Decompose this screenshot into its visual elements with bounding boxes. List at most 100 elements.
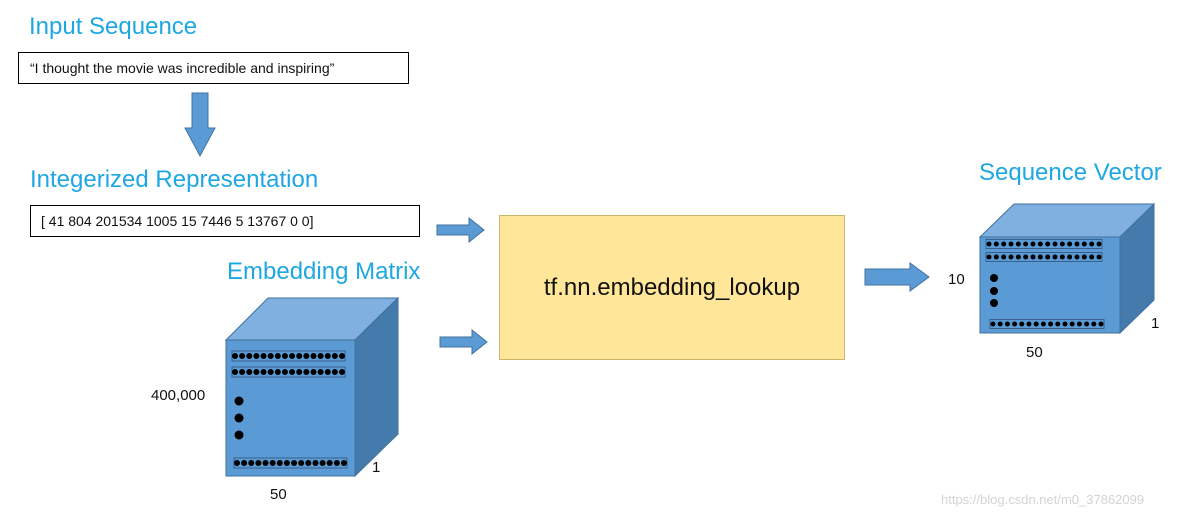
input-sentence-text: “I thought the movie was incredible and … — [30, 60, 335, 76]
dot — [262, 460, 269, 466]
dot — [232, 369, 238, 375]
dot — [274, 369, 281, 375]
dot — [1096, 241, 1102, 247]
dot — [331, 369, 338, 375]
dot — [1091, 321, 1097, 327]
embedding-depth-label: 1 — [372, 459, 381, 476]
dot — [260, 369, 267, 375]
dot — [298, 460, 305, 466]
integerized-representation-heading: Integerized Representation — [30, 166, 319, 193]
embedding-lookup-op: tf.nn.embedding_lookup — [499, 215, 845, 360]
dot — [317, 369, 324, 375]
dot — [253, 353, 260, 359]
dot — [296, 369, 303, 375]
dot — [317, 353, 324, 359]
dot — [310, 369, 317, 375]
lookup-to-vector-arrow-icon — [864, 262, 930, 292]
dot — [312, 460, 319, 466]
dot — [986, 254, 992, 260]
dot — [1037, 254, 1043, 260]
dot — [1074, 254, 1080, 260]
integerized-ids-text: [ 41 804 201534 1005 15 7446 5 13767 0 0… — [41, 213, 314, 229]
dot — [1026, 321, 1032, 327]
dot — [234, 460, 240, 466]
embedding-rows-label: 400,000 — [151, 387, 206, 404]
dot — [1048, 321, 1054, 327]
embedding-matrix-cube — [224, 296, 400, 478]
dot — [319, 460, 326, 466]
dot — [1008, 241, 1014, 247]
dot — [283, 460, 290, 466]
dot — [1052, 254, 1058, 260]
dot — [239, 369, 246, 375]
dot-row-frame — [989, 319, 1105, 329]
dot — [1033, 321, 1039, 327]
dot — [291, 460, 298, 466]
ellipsis-dot — [234, 430, 244, 440]
dot — [1067, 254, 1073, 260]
dot — [1062, 321, 1068, 327]
embedding-cube-dots — [231, 350, 348, 469]
dot — [997, 321, 1003, 327]
dot — [232, 353, 238, 359]
matrix-to-lookup-arrow-icon — [439, 328, 488, 356]
dot — [1037, 241, 1043, 247]
dot — [1096, 254, 1102, 260]
down-arrow-icon — [184, 92, 216, 158]
vector-cube-dots — [985, 239, 1105, 329]
dot — [303, 353, 310, 359]
dot — [267, 353, 274, 359]
dot — [331, 353, 338, 359]
embedding-lookup-label: tf.nn.embedding_lookup — [543, 273, 801, 301]
dot — [1004, 321, 1010, 327]
dot — [339, 369, 345, 375]
dot — [1052, 241, 1058, 247]
dot — [1012, 321, 1018, 327]
dot — [246, 369, 253, 375]
sequence-vector-cube — [978, 202, 1156, 335]
dot — [1023, 254, 1029, 260]
dot — [1008, 254, 1014, 260]
dot — [1055, 321, 1061, 327]
dot — [1019, 321, 1025, 327]
dot — [246, 353, 253, 359]
dot — [1059, 254, 1065, 260]
dot — [1001, 254, 1007, 260]
dot — [1084, 321, 1090, 327]
dot — [986, 241, 992, 247]
dot — [326, 460, 333, 466]
dot — [1030, 241, 1036, 247]
embedding-cube-front — [225, 339, 356, 477]
vector-cube-front — [979, 236, 1121, 334]
ellipsis-dot — [990, 274, 998, 282]
vector-rows-label: 10 — [948, 271, 965, 288]
dot-row-frame — [985, 252, 1103, 262]
dot — [239, 353, 246, 359]
dot — [324, 369, 331, 375]
dot — [281, 369, 288, 375]
dot — [305, 460, 312, 466]
dot — [339, 353, 345, 359]
dot — [1023, 241, 1029, 247]
dot — [1045, 241, 1051, 247]
dot — [289, 353, 296, 359]
dot — [289, 369, 296, 375]
dot — [1081, 254, 1087, 260]
dot — [1074, 241, 1080, 247]
sequence-vector-heading: Sequence Vector — [979, 159, 1162, 186]
dot — [276, 460, 283, 466]
dot — [993, 241, 999, 247]
ellipsis-dot — [234, 396, 244, 406]
dot — [1040, 321, 1046, 327]
ellipsis-dot — [990, 299, 998, 307]
dot — [303, 369, 310, 375]
dot — [1069, 321, 1075, 327]
dot — [296, 353, 303, 359]
embedding-matrix-heading: Embedding Matrix — [227, 258, 421, 285]
dot — [248, 460, 255, 466]
dot — [1076, 321, 1082, 327]
vector-cols-label: 50 — [1026, 344, 1043, 361]
ellipsis-dot — [990, 287, 998, 295]
dot — [1089, 254, 1095, 260]
